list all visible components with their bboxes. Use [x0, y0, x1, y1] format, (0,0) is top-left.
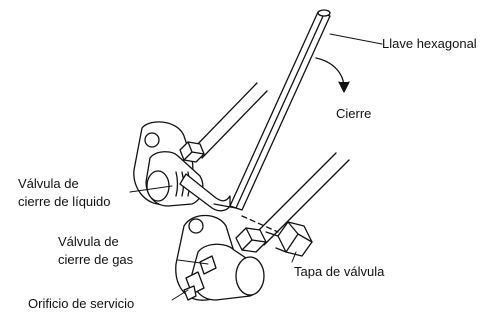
hex-wrench — [179, 9, 331, 212]
label-service-port: Orificio de servicio — [28, 296, 134, 311]
closing-direction-arrow — [315, 57, 350, 93]
label-liquid-valve-line2: cierre de líquido — [18, 194, 111, 209]
liquid-pipe — [191, 82, 268, 159]
label-hex-wrench: Llave hexagonal — [382, 36, 477, 51]
valve-cap — [265, 221, 313, 257]
label-liquid-valve-line1: Válvula de — [18, 176, 79, 191]
label-valve-cap: Tapa de válvula — [294, 264, 385, 279]
label-closing: Cierre — [336, 106, 371, 121]
leader-lines — [129, 33, 383, 301]
label-gas-valve-line1: Válvula de — [58, 234, 119, 249]
valve-axis-dashed — [241, 215, 279, 233]
gas-valve — [175, 214, 267, 301]
label-gas-valve-line2: cierre de gas — [58, 252, 134, 267]
gas-pipe — [256, 152, 350, 246]
liquid-valve — [133, 121, 205, 207]
